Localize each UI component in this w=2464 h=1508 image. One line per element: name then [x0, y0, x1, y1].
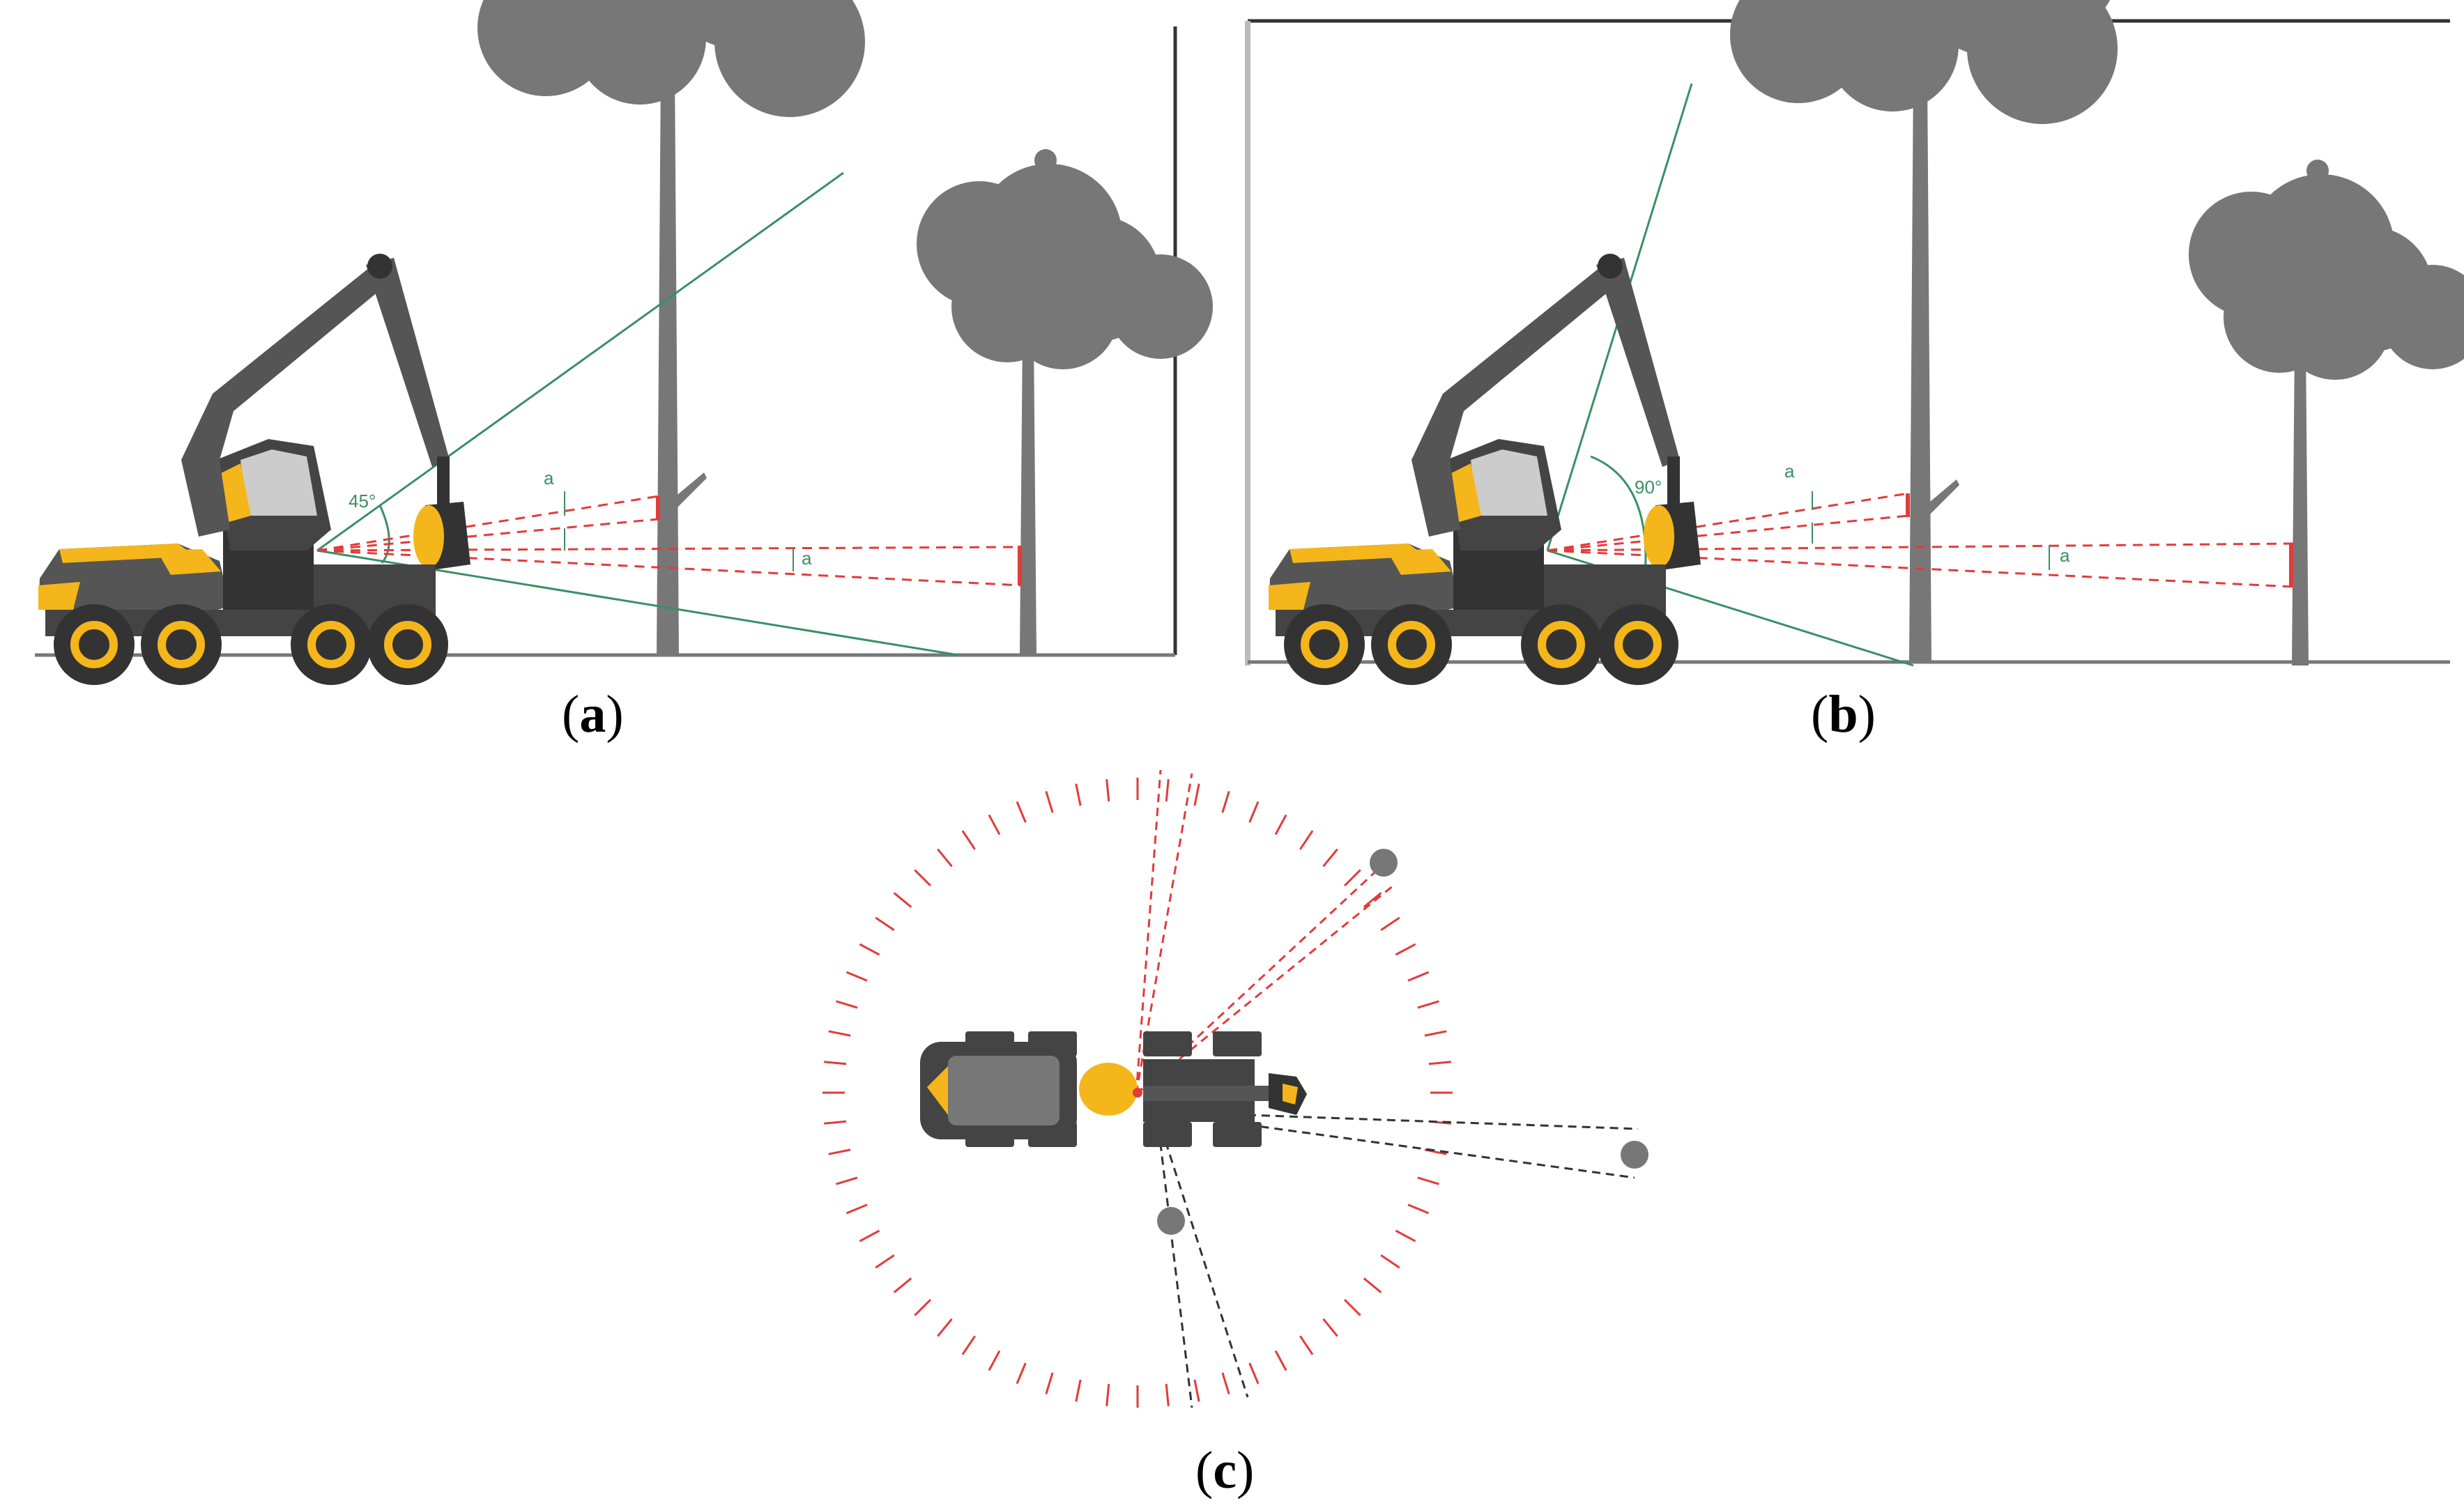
scan-tick-ring — [822, 778, 1453, 1408]
tree-icon — [477, 0, 873, 655]
panel-a-label: (a) — [562, 685, 624, 744]
scan-tick — [914, 1298, 932, 1316]
spread-symbol: a — [802, 548, 812, 569]
scan-tick — [1407, 1203, 1430, 1215]
scan-tick — [1417, 1000, 1439, 1009]
scan-tick — [1424, 1030, 1447, 1037]
scan-tick — [1165, 1383, 1170, 1406]
scan-tick — [1363, 1277, 1382, 1293]
scan-tick — [1193, 1379, 1200, 1402]
scan-tick — [937, 848, 953, 868]
scan-tick — [1105, 1383, 1110, 1406]
scan-tick — [1428, 1061, 1451, 1065]
scan-tick — [1105, 779, 1110, 802]
scan-tick — [1274, 814, 1287, 836]
scan-tick — [845, 1203, 868, 1215]
scan-tick — [875, 916, 895, 931]
scan-tick — [1299, 1335, 1314, 1355]
tree-top-view-icon — [1621, 1141, 1648, 1169]
scan-tick — [1075, 1379, 1082, 1402]
scan-tick — [1274, 1350, 1287, 1371]
scan-tick — [1380, 1254, 1400, 1269]
scan-tick — [1322, 848, 1338, 868]
fov-angle-label: 90° — [1635, 477, 1662, 498]
harvester-top-icon — [920, 1031, 1307, 1147]
scan-tick — [1395, 1229, 1416, 1242]
scan-tick — [1165, 779, 1170, 802]
scan-tick — [845, 971, 868, 982]
scan-tick — [1075, 783, 1082, 806]
scan-tick — [1016, 1362, 1027, 1385]
scan-tick — [1343, 869, 1361, 887]
tree-icon — [917, 149, 1213, 655]
spread-symbol: a — [2060, 545, 2070, 566]
scan-tick — [1221, 791, 1230, 813]
scan-tick — [1407, 971, 1430, 982]
scan-tick — [914, 869, 932, 887]
scan-tick — [937, 1318, 953, 1337]
scan-tick — [1380, 916, 1400, 931]
panel-a: a a 45° — [35, 0, 1213, 685]
spread-arrows — [564, 491, 794, 571]
scan-tick — [893, 892, 912, 908]
scan-tick — [1248, 1362, 1260, 1385]
scan-tick — [1322, 1318, 1338, 1337]
fov-angle-label: 45° — [349, 491, 376, 511]
scan-tick — [824, 1061, 847, 1065]
fov-upper-line — [316, 171, 844, 552]
scan-tick — [859, 943, 880, 956]
panel-c — [822, 769, 1648, 1408]
scan-tick — [961, 1335, 976, 1355]
scan-tick — [828, 1148, 851, 1155]
tree-top-view-icon — [1370, 849, 1398, 877]
scan-tick — [828, 1030, 851, 1037]
scan-tick — [961, 830, 976, 850]
scan-tick — [875, 1254, 895, 1269]
scan-tick — [1395, 943, 1416, 956]
spread-arrows — [1812, 491, 2050, 570]
scan-tick — [1417, 1176, 1439, 1185]
scan-tick — [824, 1120, 847, 1125]
scan-tick — [859, 1229, 880, 1242]
panel-b: a a 90° — [1245, 0, 2464, 685]
spread-symbol: a — [1784, 461, 1795, 482]
harvester-side-icon — [1269, 254, 1701, 685]
panel-b-label: (b) — [1811, 685, 1876, 744]
spread-symbol: a — [544, 468, 554, 488]
fov-angle-arc — [1590, 455, 1647, 578]
scan-tick — [1193, 783, 1200, 806]
scan-tick — [1299, 830, 1314, 850]
scan-tick — [1221, 1372, 1230, 1394]
scan-tick — [893, 1277, 912, 1293]
scan-tick — [836, 1000, 858, 1009]
tree-icon — [2189, 160, 2464, 665]
scan-tick — [1248, 801, 1260, 823]
scan-tick — [1363, 892, 1382, 908]
scan-rays-top — [1149, 1110, 1639, 1408]
scan-tick — [1045, 1372, 1054, 1394]
tree-top-view-icon — [1157, 1207, 1185, 1235]
scan-tick — [836, 1176, 858, 1185]
scan-tick — [1016, 801, 1027, 823]
panel-c-label: (c) — [1195, 1441, 1254, 1500]
scan-tick — [1343, 1298, 1361, 1316]
harvester-side-icon — [38, 254, 470, 685]
scan-tick — [988, 1350, 1001, 1371]
scan-tick — [1045, 791, 1054, 813]
scan-tick — [988, 814, 1001, 836]
